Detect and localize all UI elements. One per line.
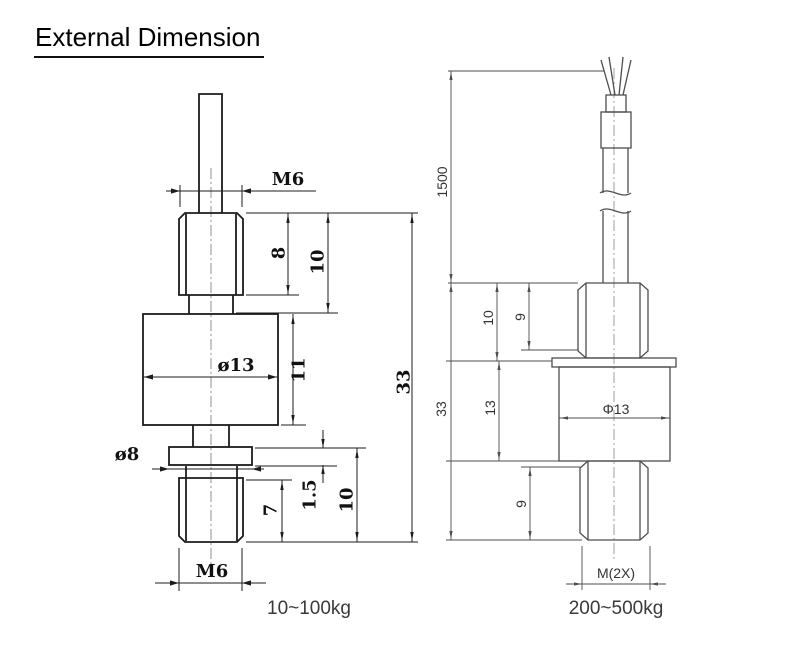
left-label-thread-top: M6 — [272, 169, 304, 190]
left-label-lower-section-height: 10 — [337, 487, 358, 512]
right-caption: 200~500kg — [569, 598, 664, 619]
left-figure-outline — [142, 93, 279, 543]
cable-ferrule — [605, 94, 627, 113]
right-label-thread-spec: M(2X) — [597, 565, 635, 581]
right-label-cable-length: 1500 — [434, 166, 450, 197]
left-figure: M6 8 10 ø13 11 33 ø8 1.5 7 10 M6 10~100k… — [115, 93, 418, 619]
left-arrowheads — [144, 188, 414, 586]
left-label-flange-diameter: ø8 — [115, 444, 140, 465]
left-label-body-diameter: ø13 — [217, 355, 254, 376]
right-label-body-diameter: Φ13 — [603, 401, 630, 417]
left-label-lower-stud-height: 7 — [261, 504, 282, 517]
left-dimension-lines — [143, 185, 418, 591]
left-label-body-height: 11 — [289, 357, 310, 382]
right-figure-outline — [551, 56, 677, 541]
left-label-stud-height: 8 — [269, 247, 290, 260]
left-label-overall-height: 33 — [394, 369, 415, 394]
right-label-upper-thread-length: 9 — [512, 313, 528, 321]
right-label-upper-section-height: 10 — [480, 310, 496, 326]
left-caption: 10~100kg — [267, 598, 351, 619]
right-label-body-height: 13 — [482, 400, 498, 416]
page-title: External Dimension — [34, 22, 265, 58]
left-label-upper-section-height: 10 — [308, 249, 329, 274]
left-label-flange-thickness: 1.5 — [300, 479, 321, 510]
right-arrowheads — [449, 72, 669, 586]
right-dimension-lines — [446, 70, 670, 590]
left-label-thread-bottom: M6 — [196, 561, 228, 582]
right-label-overall-height: 33 — [433, 401, 449, 417]
cable-wires — [600, 56, 632, 96]
right-figure: 1500 10 9 33 13 Φ13 9 M(2X) 200~500kg — [433, 56, 677, 619]
right-label-lower-thread-length: 9 — [513, 500, 529, 508]
cable-body — [599, 148, 632, 283]
cable-sleeve — [600, 111, 632, 149]
